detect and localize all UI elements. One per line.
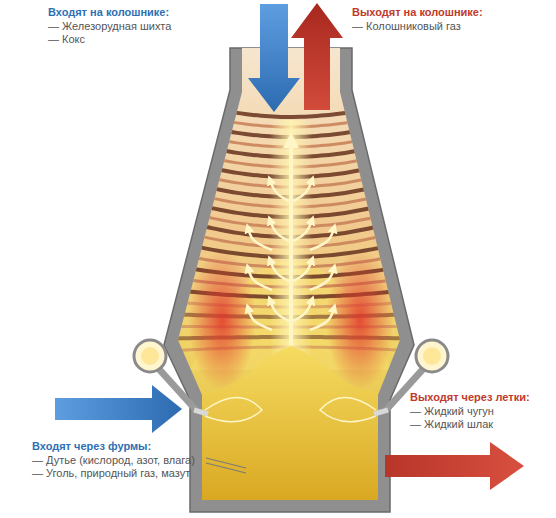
tuyere-tip bbox=[194, 410, 208, 414]
flow-item: — Колошниковый газ bbox=[352, 20, 461, 33]
bustle-pipe-core bbox=[141, 347, 159, 365]
gas-flow-arrow bbox=[291, 180, 312, 202]
taphole bbox=[206, 463, 246, 473]
gas-flow-arrow bbox=[270, 300, 291, 322]
flow-heading: Входят на колошнике: bbox=[48, 6, 169, 19]
furnace-interior bbox=[165, 95, 413, 500]
gas-flow-arrow bbox=[248, 308, 272, 330]
gas-flow-arrow bbox=[310, 268, 334, 290]
input-arrow bbox=[55, 385, 182, 433]
hot-zone bbox=[326, 250, 394, 390]
gas-flow-arrow bbox=[270, 260, 291, 282]
flow-item: — Кокс bbox=[48, 33, 85, 46]
blowpipe bbox=[386, 368, 424, 410]
gas-flow-arrow bbox=[291, 300, 312, 322]
output-arrow bbox=[385, 442, 524, 490]
raceway bbox=[320, 398, 376, 422]
hot-zone bbox=[188, 250, 256, 390]
gas-flow-arrow bbox=[270, 220, 291, 242]
gas-flow-arrow bbox=[248, 228, 272, 250]
flow-heading: Выходят через летки: bbox=[410, 391, 530, 404]
flow-item: — Жидкий шлак bbox=[410, 418, 493, 431]
flow-item: — Дутье (кислород, азот, влага) bbox=[32, 454, 195, 467]
flow-heading: Выходят на колошнике: bbox=[352, 6, 483, 19]
input-arrow bbox=[248, 4, 300, 112]
raceway bbox=[205, 398, 262, 422]
flow-heading: Входят через фурмы: bbox=[32, 440, 151, 453]
gas-flow-arrow bbox=[270, 180, 291, 202]
output-arrow bbox=[291, 3, 343, 110]
taphole bbox=[206, 458, 246, 468]
gas-flow-arrow bbox=[310, 228, 334, 250]
flow-item: — Уголь, природный газ, мазут bbox=[32, 467, 190, 480]
bustle-pipe bbox=[134, 340, 166, 372]
flow-item: — Железорудная шихта bbox=[48, 20, 171, 33]
gas-flow bbox=[248, 140, 334, 345]
gas-flow-arrow bbox=[291, 220, 312, 242]
hearth-deadman bbox=[202, 346, 378, 500]
gas-core bbox=[270, 120, 312, 360]
gas-flow-arrow bbox=[291, 260, 312, 282]
gas-flow-arrow bbox=[248, 268, 272, 290]
flow-item: — Жидкий чугун bbox=[410, 405, 494, 418]
gas-flow-arrow bbox=[310, 308, 334, 330]
bustle-pipe-core bbox=[423, 347, 441, 365]
burden-layer bbox=[165, 95, 413, 117]
furnace-wall bbox=[164, 48, 414, 512]
tuyere-tip bbox=[374, 410, 388, 414]
bustle-pipe bbox=[416, 340, 448, 372]
